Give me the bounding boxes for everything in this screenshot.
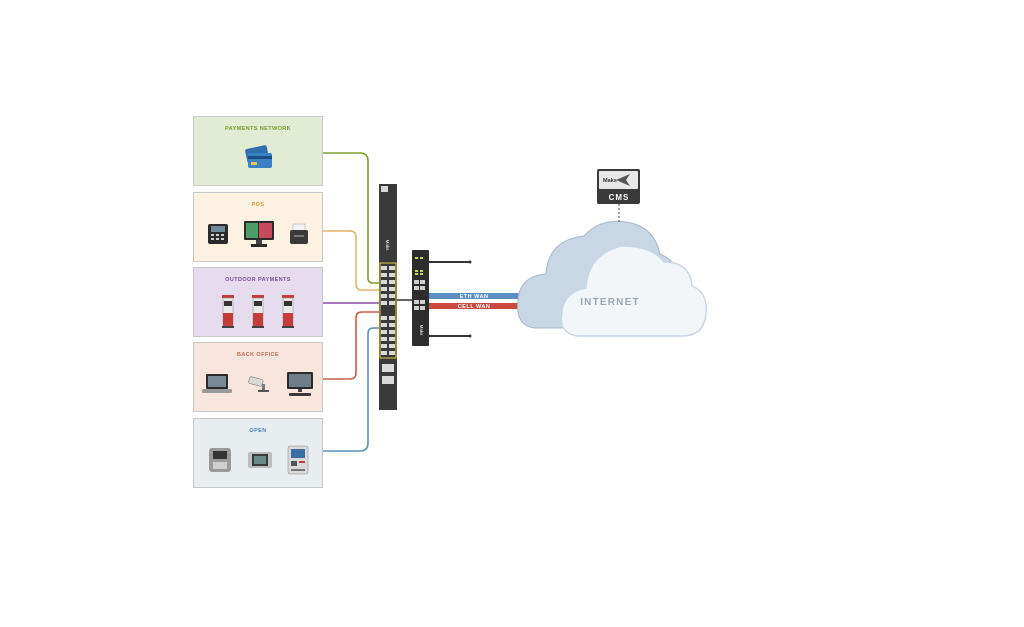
connector-payments: [323, 152, 384, 284]
connector-back-office: [323, 311, 384, 380]
router: Maks: [412, 250, 472, 346]
panel-title: PAYMENTS NETWORK: [225, 126, 291, 132]
eth-wan-label: ETH WAN: [460, 294, 489, 300]
display-device-icon: [247, 450, 273, 470]
internet-label: INTERNET: [580, 297, 640, 308]
panel-payments-network: PAYMENTS NETWORK: [193, 116, 323, 186]
panel-title: POS: [251, 202, 265, 208]
network-switch: Maks: [379, 184, 397, 410]
cell-wan-bar: [429, 303, 520, 309]
panel-pos: POS: [193, 192, 323, 262]
atm-icon: [287, 445, 309, 475]
desktop-icon: [285, 371, 315, 397]
eth-wan-bar: [429, 293, 520, 299]
card-terminal-icon: [207, 222, 229, 246]
credit-cards-icon: [242, 145, 274, 171]
pos-monitor-icon: [243, 220, 275, 248]
panel-title: OUTDOOR PAYMENTS: [225, 277, 291, 283]
panel-back-office: BACK OFFICE: [193, 342, 323, 412]
kiosk-device-icon: [207, 446, 233, 474]
fuel-pump-icon: [250, 293, 266, 329]
receipt-printer-icon: [289, 223, 309, 245]
connector-pos: [323, 230, 384, 291]
security-camera-icon: [247, 374, 271, 394]
cms-box: Maks CMS: [597, 169, 640, 222]
switch-brand: Maks: [385, 240, 390, 252]
internet-cloud: INTERNET: [517, 220, 707, 337]
panel-title: BACK OFFICE: [237, 352, 279, 358]
router-brand: Maks: [419, 325, 424, 337]
cms-brand: Maks: [603, 178, 617, 184]
panel-title: OPEN: [249, 428, 267, 434]
panel-open: OPEN: [193, 418, 323, 488]
cell-wan-label: CELL WAN: [458, 304, 491, 310]
panel-outdoor-payments: OUTDOOR PAYMENTS: [193, 267, 323, 337]
laptop-icon: [201, 372, 233, 396]
connector-open: [323, 327, 384, 452]
fuel-pump-icon: [220, 293, 236, 329]
fuel-pump-icon: [280, 293, 296, 329]
cms-label: CMS: [609, 193, 630, 202]
